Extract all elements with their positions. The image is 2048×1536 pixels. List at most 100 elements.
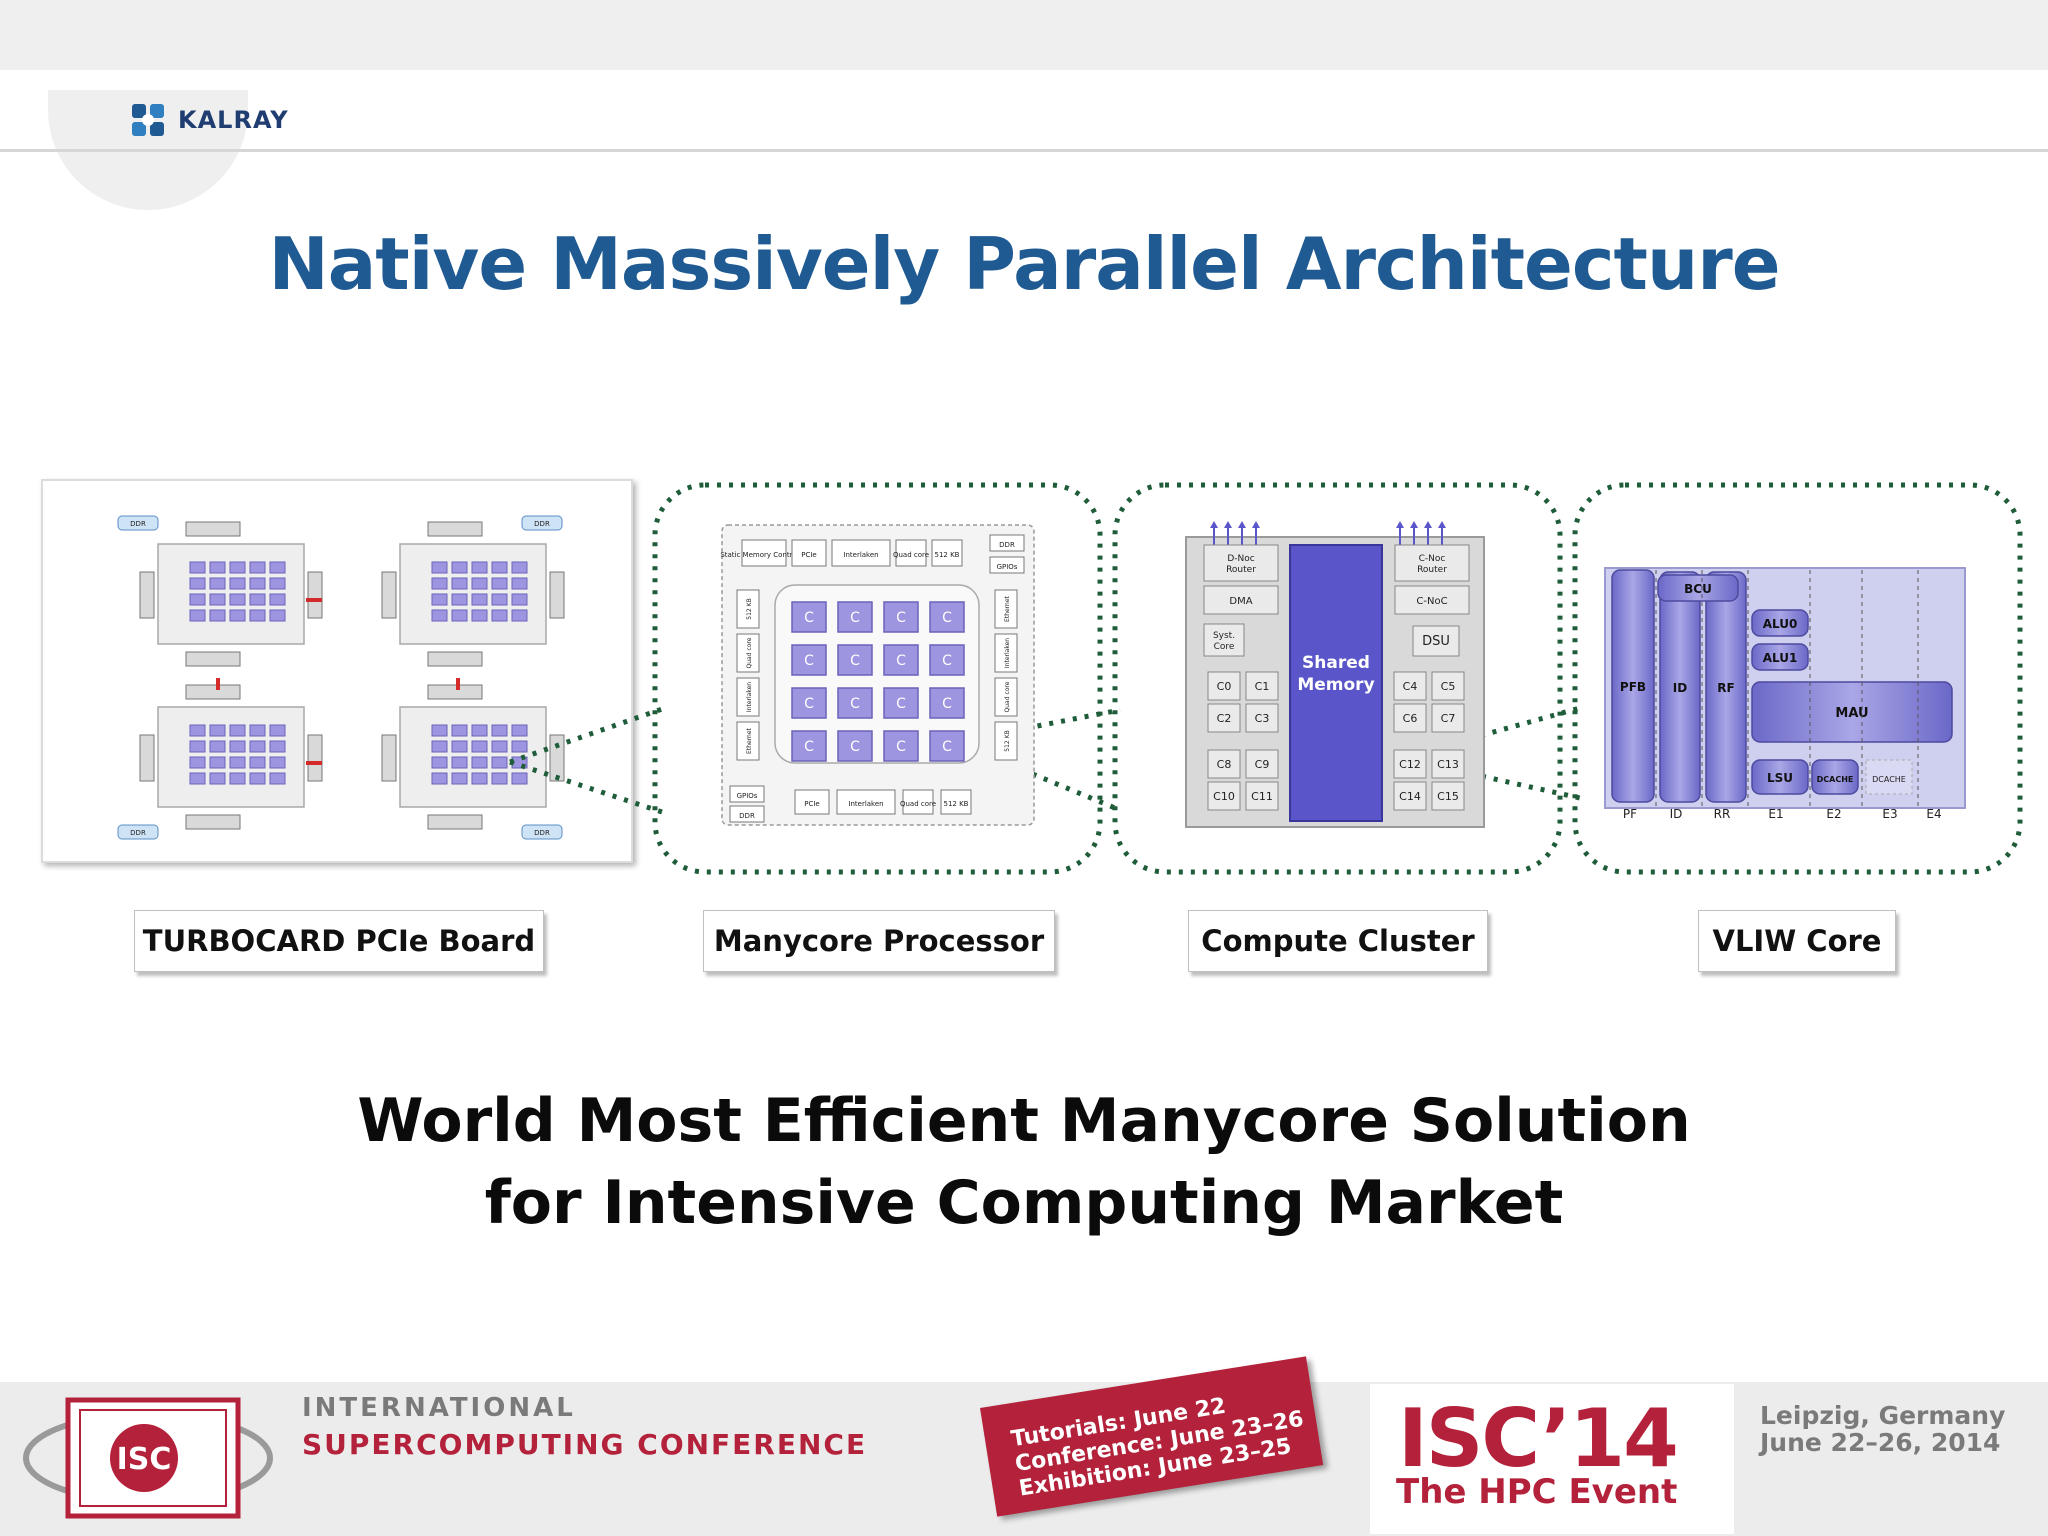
board-core bbox=[471, 740, 488, 753]
processor-core-label: C bbox=[804, 610, 814, 626]
cluster-core bbox=[1431, 781, 1465, 811]
pipeline-stage-label: E4 bbox=[1926, 807, 1941, 821]
board-ddr-label: DDR bbox=[130, 520, 146, 528]
cluster-core-label: C6 bbox=[1403, 712, 1418, 725]
processor-dotted-frame bbox=[652, 482, 1103, 875]
cluster-core-label: C11 bbox=[1251, 790, 1273, 803]
cluster-core-label: C7 bbox=[1441, 712, 1456, 725]
board-core bbox=[249, 577, 266, 590]
processor-core bbox=[883, 730, 919, 762]
pipeline-stage-label: PF bbox=[1623, 807, 1637, 821]
board-core bbox=[229, 561, 246, 574]
board-core bbox=[269, 740, 286, 753]
noc-arrow-head bbox=[1438, 521, 1446, 528]
shared-memory-block bbox=[1289, 544, 1383, 822]
label-vliw-core: VLIW Core bbox=[1698, 910, 1896, 972]
noc-arrow-head bbox=[1424, 521, 1432, 528]
board-bottom-block bbox=[427, 814, 483, 830]
proc-left-bottom-label: GPIOs bbox=[737, 792, 758, 800]
board-ddr-block bbox=[117, 824, 159, 840]
board-core bbox=[229, 724, 246, 737]
cluster-core-label: C12 bbox=[1399, 758, 1421, 771]
alu1-block-label: ALU1 bbox=[1763, 651, 1798, 665]
banner-location: Leipzig, Germany June 22–26, 2014 bbox=[1760, 1402, 2005, 1456]
board-ddr-label: DDR bbox=[534, 520, 550, 528]
board-core bbox=[249, 561, 266, 574]
proc-top-label: Quad core bbox=[893, 551, 929, 559]
cluster-core-label: C9 bbox=[1255, 758, 1270, 771]
processor-core-label: C bbox=[896, 739, 906, 755]
processor-core bbox=[837, 687, 873, 719]
cluster-core-label: C13 bbox=[1437, 758, 1459, 771]
proc-right-block bbox=[994, 633, 1018, 673]
pipeline-stage-label: E2 bbox=[1826, 807, 1841, 821]
proc-right-top-label: DDR bbox=[999, 541, 1015, 549]
dcache-stage-label: DCACHE bbox=[1872, 775, 1906, 784]
board-core bbox=[431, 577, 448, 590]
dsu-block bbox=[1412, 625, 1460, 657]
processor-core bbox=[883, 601, 919, 633]
rf-block bbox=[1705, 571, 1747, 803]
board-core bbox=[249, 609, 266, 622]
turbocard-board-diagram: DDR DDR DDR DDR bbox=[41, 479, 633, 863]
cluster-core bbox=[1207, 703, 1241, 733]
board-ddr-label: DDR bbox=[130, 829, 146, 837]
top-bar bbox=[0, 0, 2048, 70]
label-manycore-processor: Manycore Processor bbox=[703, 910, 1055, 972]
pipeline-stage-label: ID bbox=[1670, 807, 1683, 821]
isc14-box bbox=[1370, 1384, 1734, 1534]
board-core bbox=[189, 561, 206, 574]
processor-core-label: C bbox=[804, 739, 814, 755]
board-core bbox=[209, 740, 226, 753]
board-core bbox=[189, 593, 206, 606]
date-text: June 22–26, 2014 bbox=[1760, 1428, 2001, 1457]
cluster-core bbox=[1245, 749, 1279, 779]
board-core bbox=[431, 593, 448, 606]
proc-left-bottom-block bbox=[729, 805, 765, 823]
processor-core bbox=[883, 644, 919, 676]
vliw-dotted-frame bbox=[1572, 482, 2023, 875]
noc-arrow-head bbox=[1410, 521, 1418, 528]
board-core bbox=[249, 756, 266, 769]
cluster-core-label: C10 bbox=[1213, 790, 1235, 803]
proc-top-label: PCIe bbox=[801, 551, 816, 559]
board-core bbox=[229, 772, 246, 785]
board-core bbox=[511, 772, 528, 785]
pfb-block-label: PFB bbox=[1620, 680, 1646, 694]
board-core bbox=[209, 609, 226, 622]
board-core bbox=[451, 772, 468, 785]
processor-core-label: C bbox=[850, 696, 860, 712]
processor-core-label: C bbox=[804, 653, 814, 669]
board-core bbox=[491, 724, 508, 737]
board-core bbox=[229, 577, 246, 590]
logo-text: KALRAY bbox=[178, 106, 289, 134]
board-side-block bbox=[549, 734, 565, 782]
board-core bbox=[491, 609, 508, 622]
noc-arrow-head bbox=[1224, 521, 1232, 528]
board-core bbox=[249, 724, 266, 737]
proc-bottom-label: Interlaken bbox=[848, 800, 883, 808]
cluster-core bbox=[1393, 671, 1427, 701]
noc-arrow-head bbox=[1396, 521, 1404, 528]
cluster-core bbox=[1245, 671, 1279, 701]
board-top-block bbox=[427, 521, 483, 537]
cluster-core-label: C1 bbox=[1255, 680, 1270, 693]
board-side-block bbox=[139, 571, 155, 619]
proc-right-label: 512 KB bbox=[1004, 730, 1011, 751]
pfb-block bbox=[1611, 569, 1655, 803]
board-core bbox=[209, 561, 226, 574]
board-core bbox=[189, 609, 206, 622]
dcache-block-label: DCACHE bbox=[1817, 775, 1854, 784]
proc-right-top-block bbox=[989, 556, 1025, 574]
board-core bbox=[451, 561, 468, 574]
board-core bbox=[471, 772, 488, 785]
processor-core bbox=[883, 687, 919, 719]
hpc-event: The HPC Event bbox=[1396, 1472, 1678, 1512]
proc-top-block bbox=[831, 539, 891, 567]
proc-top-label: 512 KB bbox=[935, 551, 960, 559]
syst-core-label: Core bbox=[1214, 642, 1235, 652]
proc-bottom-label: 512 KB bbox=[944, 800, 969, 808]
board-ddr-label: DDR bbox=[534, 829, 550, 837]
board-core bbox=[451, 756, 468, 769]
